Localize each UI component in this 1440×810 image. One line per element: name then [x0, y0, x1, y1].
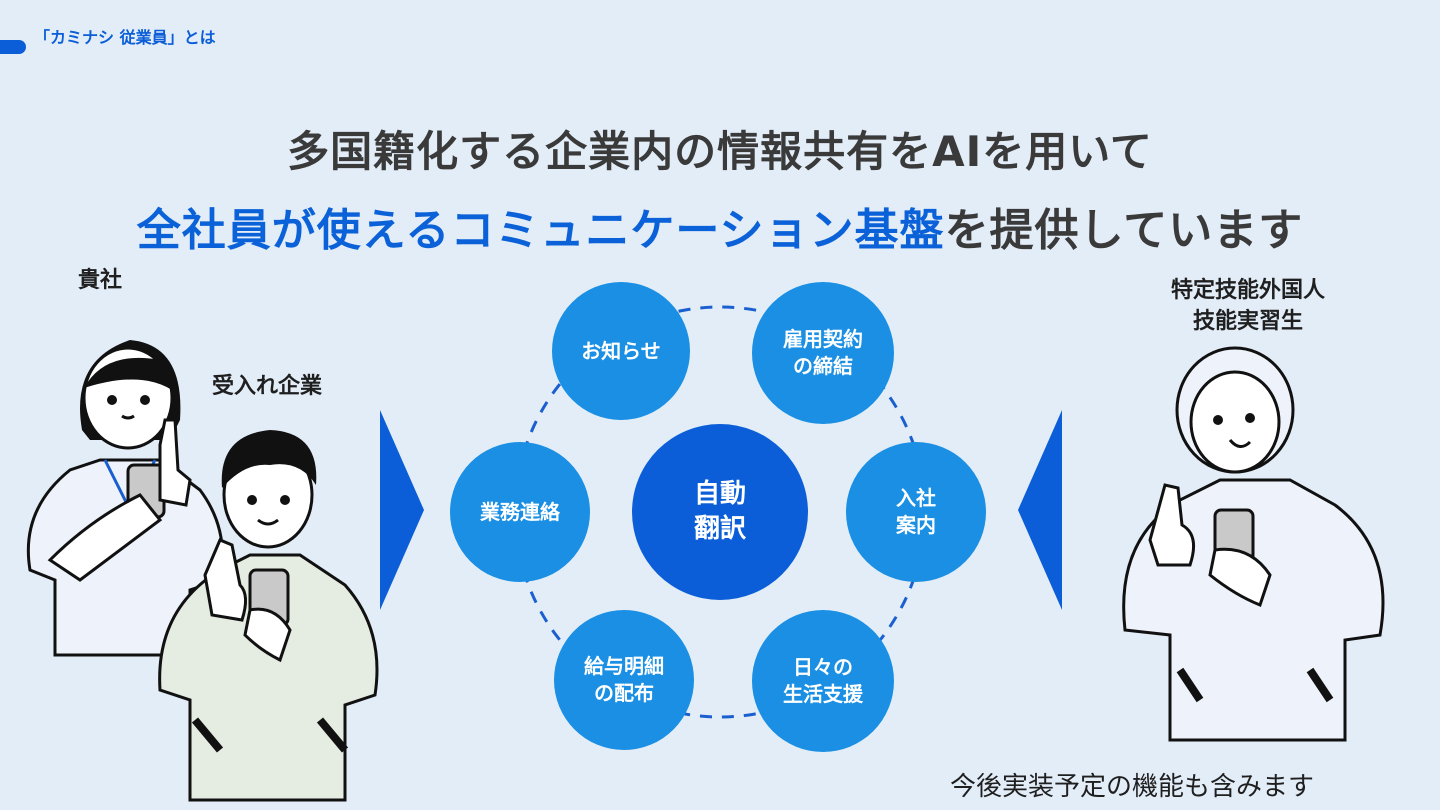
footnote: 今後実装予定の機能も含みます [950, 772, 1315, 802]
label-company: 貴社 [78, 268, 123, 293]
section-tag-bar [0, 40, 26, 54]
arrow-right-icon [380, 410, 424, 610]
section-label: 「カミナシ 従業員」とは [34, 28, 216, 47]
headline-line2: 全社員が使えるコミュニケーション基盤を提供しています [0, 194, 1440, 258]
node-payslip-distribution: 給与明細 の配布 [554, 610, 694, 750]
node-announcements: お知らせ [552, 282, 690, 420]
person-man-phone [158, 430, 379, 802]
person-woman-phone [26, 340, 224, 657]
label-foreign-workers-line1: 特定技能外国人 [1170, 278, 1325, 303]
person-worker-phone [1122, 346, 1385, 742]
headline-rest: を提供しています [944, 205, 1304, 256]
node-daily-life-support: 日々の 生活支援 [752, 610, 894, 752]
node-business-communication: 業務連絡 [450, 442, 590, 582]
label-host-company: 受入れ企業 [212, 374, 323, 399]
node-auto-translate: 自動 翻訳 [632, 424, 808, 600]
label-foreign-workers-line2: 技能実習生 [1192, 308, 1303, 334]
arrow-left-icon [1018, 410, 1062, 610]
label-foreign-workers: 特定技能外国人 技能実習生 [1148, 276, 1348, 338]
node-employment-contract: 雇用契約 の締結 [752, 282, 894, 424]
headline-line1: 多国籍化する企業内の情報共有をAIを用いて [287, 127, 1153, 176]
headline-highlight: 全社員が使えるコミュニケーション基盤 [136, 205, 945, 256]
node-onboarding: 入社 案内 [846, 442, 986, 582]
